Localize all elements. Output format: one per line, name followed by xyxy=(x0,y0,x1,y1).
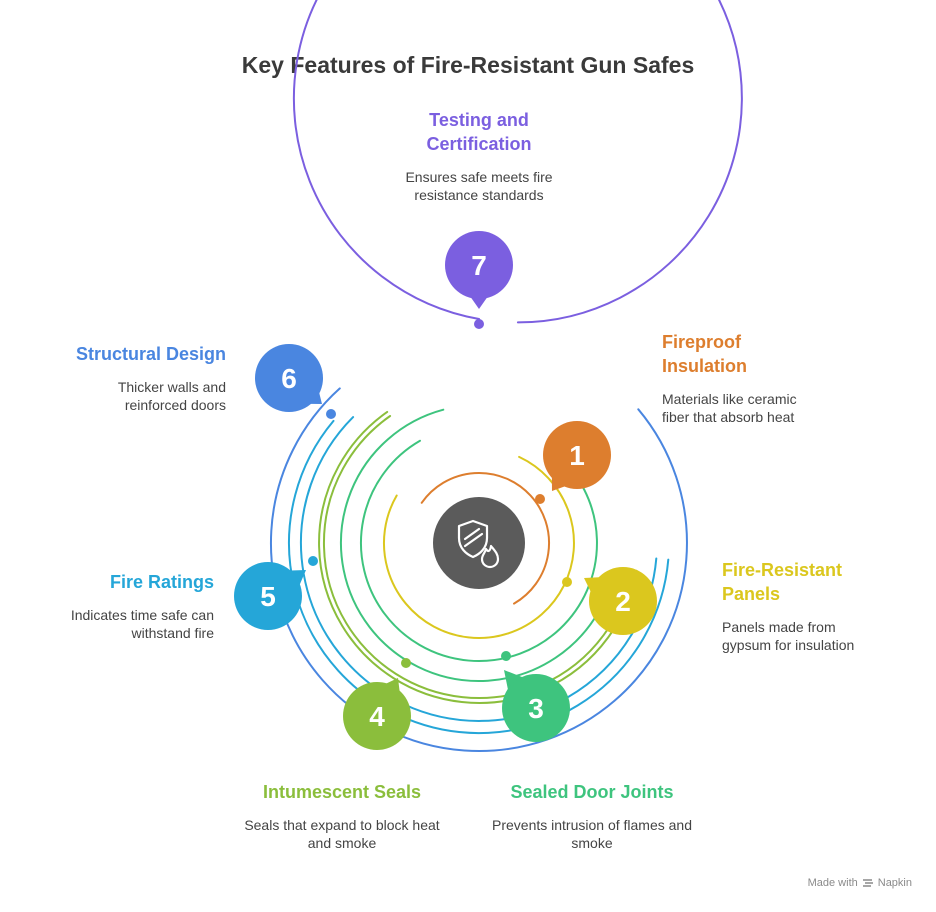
feature-1-description: Materials like ceramic fiber that absorb… xyxy=(662,391,797,425)
shield-outline xyxy=(457,519,489,559)
spiral-arc-6 xyxy=(270,387,688,752)
feature-7-number: 7 xyxy=(471,250,487,281)
flame-shape xyxy=(480,544,500,569)
feature-2-dot xyxy=(562,577,572,587)
marker-circle xyxy=(589,567,657,635)
feature-2-description: Panels made from gypsum for insulation xyxy=(722,619,855,653)
feature-4-title: Intumescent Seals xyxy=(262,782,422,802)
feature-3-dot xyxy=(501,651,511,661)
feature-4-description: Seals that expand to block heat and smok… xyxy=(244,817,440,851)
diagram-title: Key Features of Fire-Resistant Gun Safes xyxy=(241,52,695,78)
feature-7-marker: 7 xyxy=(445,231,513,309)
feature-2-number: 2 xyxy=(615,586,631,617)
footer: Made with Napkin xyxy=(808,877,912,889)
feature-3-marker: 3 xyxy=(502,670,570,742)
feature-3-description: Prevents intrusion of flames and smoke xyxy=(492,817,692,851)
napkin-logo-icon xyxy=(862,879,873,887)
feature-3-number: 3 xyxy=(528,693,544,724)
feature-3-title: Sealed Door Joints xyxy=(510,782,674,802)
spiral-arc-4 xyxy=(318,410,638,704)
spiral-arc-3 xyxy=(340,408,600,683)
feature-7-dot xyxy=(474,319,484,329)
feature-4-number: 4 xyxy=(369,701,385,732)
feature-5-number: 5 xyxy=(260,581,276,612)
marker-circle xyxy=(502,674,570,742)
marker-circle xyxy=(234,562,302,630)
marker-circle xyxy=(255,344,323,412)
marker-circle xyxy=(445,231,513,299)
feature-6-dot xyxy=(326,409,336,419)
footer-brand: Napkin xyxy=(877,877,912,889)
spiral-arc-1 xyxy=(420,471,550,605)
center-circle xyxy=(433,497,525,589)
feature-6-title: Structural Design xyxy=(75,344,226,364)
feature-4-dot xyxy=(401,658,411,668)
spiral-arc-2 xyxy=(382,455,575,640)
feature-5-description: Indicates time safe can withstand fire xyxy=(70,607,214,641)
feature-7-description: Ensures safe meets fire resistance stand… xyxy=(405,169,553,203)
feature-1-number: 1 xyxy=(569,440,585,471)
feature-6-number: 6 xyxy=(281,363,297,394)
feature-1-marker: 1 xyxy=(543,421,611,491)
feature-5-title: Fire Ratings xyxy=(109,572,214,592)
feature-6-marker: 6 xyxy=(255,344,323,412)
spiral-arc-7 xyxy=(292,0,743,324)
footer-text: Made with xyxy=(807,877,858,889)
shield-fire-icon xyxy=(457,519,500,569)
feature-2-title: Fire-Resistant Panels xyxy=(722,560,843,604)
feature-4-marker: 4 xyxy=(343,678,411,750)
marker-circle xyxy=(343,682,411,750)
feature-1-dot xyxy=(535,494,545,504)
feature-7-title: Testing and Certification xyxy=(426,110,532,154)
feature-5-marker: 5 xyxy=(234,562,306,630)
marker-circle xyxy=(543,421,611,489)
spiral-arc-3 xyxy=(360,439,598,663)
spiral-arc-4 xyxy=(323,415,633,700)
feature-1-title: Fireproof Insulation xyxy=(662,332,747,376)
feature-2-marker: 2 xyxy=(584,567,657,635)
feature-6-description: Thicker walls and reinforced doors xyxy=(117,379,226,413)
feature-5-dot xyxy=(308,556,318,566)
shield-stripes xyxy=(463,527,484,548)
